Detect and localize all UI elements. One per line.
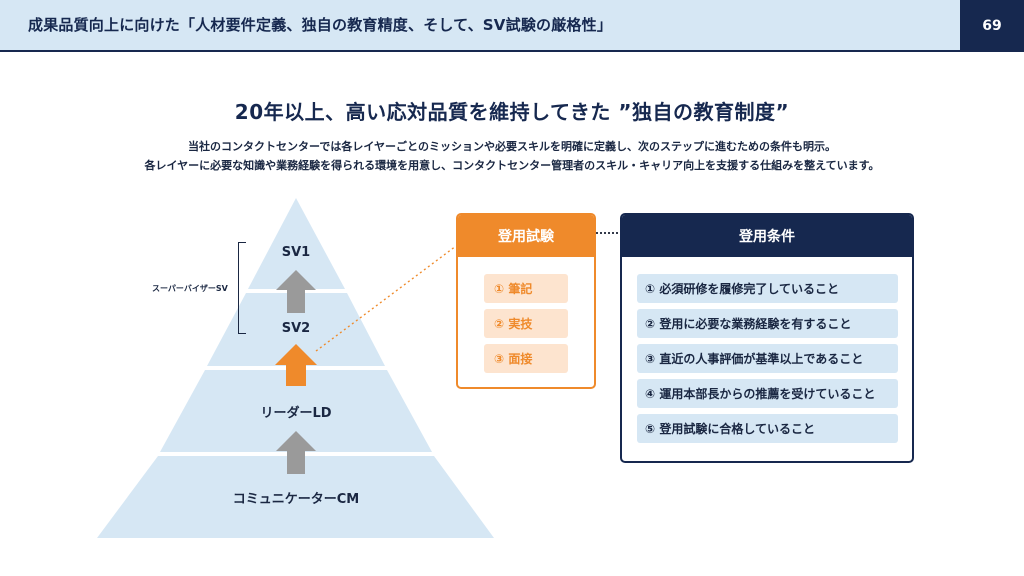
description-line-1: 当社のコンタクトセンターでは各レイヤーごとのミッションや必要スキルを明確に定義し… [188, 140, 836, 153]
arrow-up-ld-to-sv2 [275, 344, 317, 386]
conditions-panel-title: 登用条件 [622, 215, 912, 257]
supervisor-label: スーパーバイザーSV [152, 284, 228, 293]
condition-item: ③ 直近の人事評価が基準以上であること [637, 344, 898, 373]
condition-item: ② 登用に必要な業務経験を有すること [637, 309, 898, 338]
page-number: 69 [960, 0, 1024, 52]
panel-connector-dots [596, 232, 622, 234]
page-title: 20年以上、高い応対品質を維持してきた ”独自の教育制度” [234, 100, 790, 124]
pyramid-tier-sv2 [207, 293, 385, 366]
pyramid-tier-sv1 [248, 198, 345, 289]
header-title: 成果品質向上に向けた「人材要件定義、独自の教育精度、そして、SV試験の厳格性」 [28, 16, 613, 34]
description-line-2: 各レイヤーに必要な知識や業務経験を得られる環境を用意し、コンタクトセンター管理者… [144, 159, 880, 172]
level-label-leader: リーダーLD [260, 406, 332, 421]
condition-item: ① 必須研修を履修完了していること [637, 274, 898, 303]
exam-item: ② 実技 [484, 309, 568, 338]
conditions-panel: 登用条件 ① 必須研修を履修完了していること ② 登用に必要な業務経験を有するこ… [620, 213, 914, 463]
exam-panel-title: 登用試験 [458, 215, 594, 257]
exam-item: ③ 面接 [484, 344, 568, 373]
pyramid-tier-leader [160, 370, 432, 452]
pyramid-tier-communicator [97, 456, 494, 538]
level-label-sv2: SV2 [281, 321, 311, 336]
condition-item: ⑤ 登用試験に合格していること [637, 414, 898, 443]
supervisor-bracket [238, 242, 246, 334]
condition-item: ④ 運用本部長からの推薦を受けていること [637, 379, 898, 408]
arrow-up-cm-to-ld [276, 431, 316, 474]
exam-panel: 登用試験 ① 筆記 ② 実技 ③ 面接 [456, 213, 596, 389]
arrow-up-sv2-to-sv1 [276, 270, 316, 313]
exam-item: ① 筆記 [484, 274, 568, 303]
level-label-sv1: SV1 [281, 245, 311, 260]
header-bar: 成果品質向上に向けた「人材要件定義、独自の教育精度、そして、SV試験の厳格性」 … [0, 0, 1024, 52]
level-label-communicator: コミュニケーターCM [232, 492, 360, 507]
exam-connector-line [315, 245, 457, 352]
